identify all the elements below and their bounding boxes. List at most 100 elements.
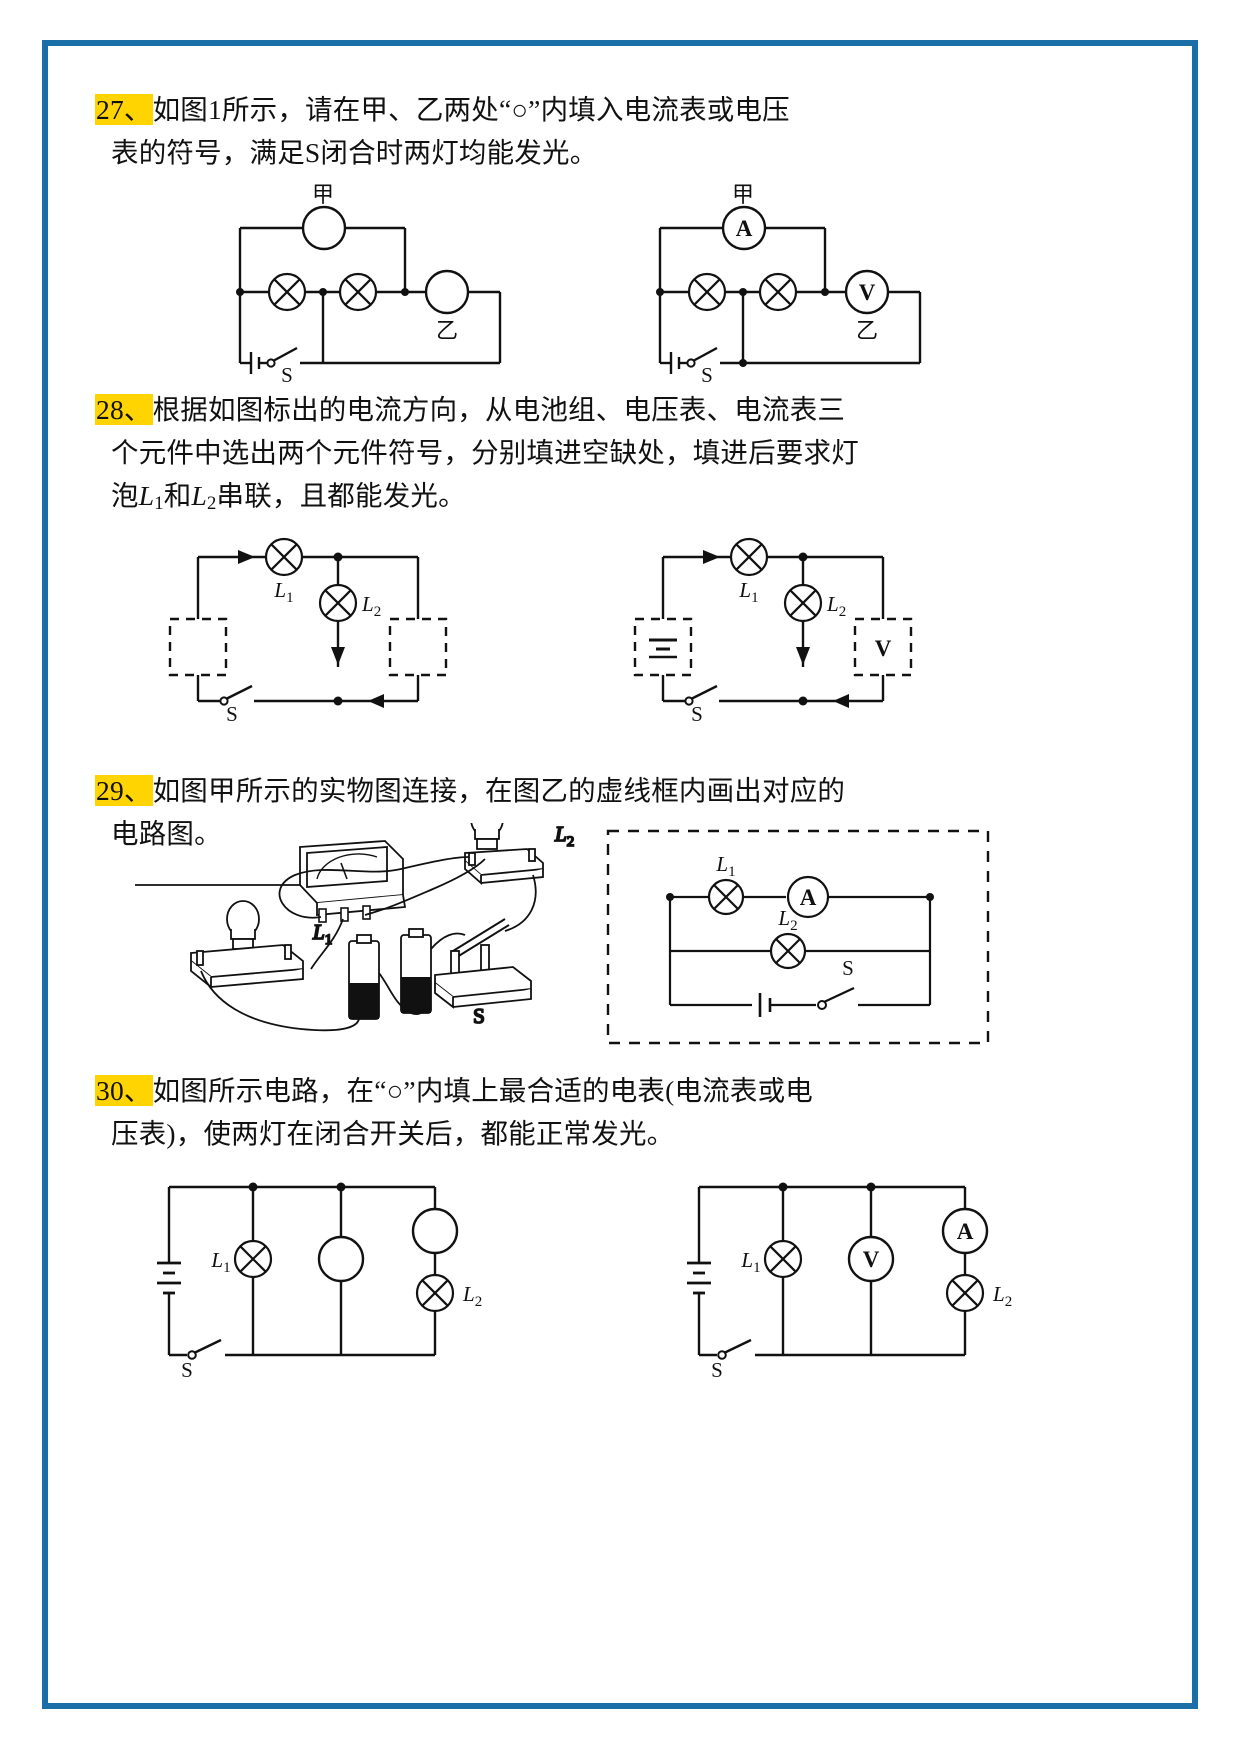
figure-27-right-node-d <box>739 359 747 367</box>
figure-29-ammeter-device <box>135 840 407 923</box>
figure-30-right-lamp-1-label: L1 <box>740 1248 760 1276</box>
figure-27-right-voltmeter-label: V <box>859 280 876 305</box>
figure-27-left-switch[interactable] <box>266 346 323 368</box>
figure-29-switch-label: S <box>473 1004 485 1028</box>
figure-27-right-node-c <box>821 288 829 296</box>
figure-28-right-current-arrow-bottom <box>833 694 849 709</box>
figure-29-schematic-switch <box>817 987 855 1011</box>
figure-29-schematic-box: L1 A L2 <box>606 829 990 1045</box>
figure-29-schematic-lamp-1 <box>707 879 745 916</box>
figure-30-left-meter-right[interactable] <box>411 1207 459 1255</box>
figure-28-left-current-arrow-top <box>238 550 255 565</box>
figure-28-right-lamp-1-label: L1 <box>738 578 758 606</box>
figure-27-right-switch[interactable] <box>686 346 743 368</box>
figure-28-right-lamp-2-label: L2 <box>826 592 846 620</box>
figure-30-right-switch[interactable] <box>717 1339 752 1360</box>
figure-29-pictorial-diagram: L2 L1 <box>135 823 575 1032</box>
figure-27-left-circuit: 甲 <box>236 182 502 385</box>
figure-29-schematic-lamp-2-label: L2 <box>777 906 797 934</box>
figure-28-right-lamp-2 <box>783 584 823 623</box>
figure-29-schematic-lamp-2 <box>769 933 807 970</box>
figure-28-left-blank-box-right[interactable] <box>388 617 448 677</box>
figure-29-lamp-2-device <box>464 823 544 886</box>
figure-28: L1 L2 <box>95 527 1055 727</box>
figure-30-right-switch-label: S <box>711 1358 723 1382</box>
figure-30-left-lamp-1-label: L1 <box>210 1248 230 1276</box>
question-27-number: 27、 <box>95 94 153 125</box>
figure-27-right-voltmeter[interactable] <box>844 269 890 315</box>
figure-29-schematic-lamp-1-label: L1 <box>715 852 735 880</box>
question-28-lamp1-sub: 1 <box>154 493 164 515</box>
figure-27-left-meter-yi[interactable] <box>424 269 470 315</box>
figure-27-left-battery <box>240 352 267 374</box>
figure-28-left-switch-label: S <box>226 702 238 725</box>
question-28-number: 28、 <box>95 394 153 425</box>
question-29-number: 29、 <box>95 775 153 807</box>
question-27: 27、如图1所示，请在甲、乙两处“○”内填入电流表或电压 表的符号，满足S闭合时… <box>95 88 1055 174</box>
figure-30: L1 L2 <box>95 1163 1055 1393</box>
question-30-number: 30、 <box>95 1075 153 1107</box>
figure-28-right-circuit: L1 L2 <box>633 538 913 725</box>
question-27-line1: 27、如图1所示，请在甲、乙两处“○”内填入电流表或电压 <box>95 88 1055 131</box>
figure-28-left-lamp-2-label: L2 <box>361 592 381 620</box>
figure-29-battery-cells <box>348 928 432 1021</box>
figure-30-left-meter-mid[interactable] <box>317 1235 365 1283</box>
worksheet-content: 27、如图1所示，请在甲、乙两处“○”内填入电流表或电压 表的符号，满足S闭合时… <box>95 88 1055 1393</box>
figure-29-lamp-2-label: L2 <box>554 823 574 850</box>
figure-30-left-circuit: L1 L2 <box>157 1182 482 1382</box>
figure-28-right-battery-box[interactable] <box>633 617 693 677</box>
figure-28-left-current-arrow-bottom <box>368 694 384 709</box>
figure-29-lamp-1-device <box>190 900 304 989</box>
figure-28-left-blank-box-left[interactable] <box>168 617 228 677</box>
question-28-lamp2-sub: 2 <box>206 493 217 515</box>
figure-29: L2 L1 <box>95 823 1055 1055</box>
question-28-text-line3a: 泡 <box>111 480 139 511</box>
figure-30-right-ammeter-label: A <box>957 1219 974 1244</box>
figure-30-left-battery <box>157 1261 181 1295</box>
question-27-line2-wrap: 表的符号，满足S闭合时两灯均能发光。 <box>95 131 1055 174</box>
figure-30-right-lamp-2 <box>945 1274 985 1313</box>
figure-27: 甲 <box>95 176 1055 386</box>
question-28-line2-wrap: 个元件中选出两个元件符号，分别填进空缺处，填进后要求灯 <box>95 431 1055 474</box>
figure-29-wires <box>200 856 537 1032</box>
figure-27-right-ammeter[interactable] <box>721 205 767 251</box>
question-27-text-line1: 如图1所示，请在甲、乙两处“○”内填入电流表或电压 <box>152 94 790 125</box>
question-28: 28、根据如图标出的电流方向，从电池组、电压表、电流表三 个元件中选出两个元件符… <box>95 388 1055 525</box>
figure-27-left-meter-jia[interactable] <box>301 205 347 251</box>
figure-30-right-voltmeter-label: V <box>863 1247 880 1272</box>
figure-28-right-node-bottom <box>798 696 808 706</box>
figure-29-schematic-switch-label: S <box>842 956 854 980</box>
figure-27-right-lamp-2 <box>758 272 798 312</box>
figure-28-right-switch[interactable] <box>684 685 718 706</box>
figure-27-left-lamp-2 <box>338 272 378 312</box>
figure-27-right-battery <box>660 352 687 374</box>
question-29: 29、如图甲所示的实物图连接，在图乙的虚线框内画出对应的 电路图。 <box>95 769 1055 855</box>
figure-30-left-lamp-2 <box>415 1274 455 1313</box>
figure-28-left-switch[interactable] <box>219 685 253 706</box>
figure-28-left-node-bottom <box>333 696 343 706</box>
figure-27-right-switch-label: S <box>701 363 713 385</box>
figure-28-right-switch-label: S <box>691 702 703 725</box>
figure-28-right-lamp-1 <box>729 538 769 577</box>
figure-30-right-lamp-1 <box>763 1240 803 1279</box>
figure-30-left-switch[interactable] <box>187 1339 222 1360</box>
question-28-text-line2: 个元件中选出两个元件符号，分别填进空缺处，填进后要求灯 <box>111 437 859 468</box>
question-28-lamp1-symbol: L <box>138 480 155 511</box>
question-28-lamp2-symbol: L <box>191 480 207 511</box>
question-28-text-line3b: 和 <box>163 480 192 511</box>
figure-27-right-label-yi: 乙 <box>856 318 878 343</box>
figure-27-left-label-yi: 乙 <box>436 318 458 343</box>
figure-28-right-voltmeter-label: V <box>875 636 892 661</box>
question-27-text-line2: 表的符号，满足S闭合时两灯均能发光。 <box>111 137 598 168</box>
figure-27-left-lamp-1 <box>267 272 307 312</box>
question-28-line3-wrap: 泡L1和L2串联，且都能发光。 <box>95 474 1055 525</box>
figure-30-right-battery <box>687 1261 711 1295</box>
question-30: 30、如图所示电路，在“○”内填上最合适的电表(电流表或电 压表)，使两灯在闭合… <box>95 1069 1055 1155</box>
figure-28-right-current-arrow-mid <box>796 647 810 666</box>
question-30-line2-wrap: 压表)，使两灯在闭合开关后，都能正常发光。 <box>95 1112 1055 1155</box>
figure-28-left-current-arrow-mid <box>331 647 345 666</box>
figure-27-left-label-jia: 甲 <box>312 182 334 207</box>
figure-28-right-voltmeter-box[interactable] <box>853 617 913 677</box>
figure-27-right-ammeter-label: A <box>736 216 753 241</box>
question-28-line1: 28、根据如图标出的电流方向，从电池组、电压表、电流表三 <box>95 388 1055 431</box>
